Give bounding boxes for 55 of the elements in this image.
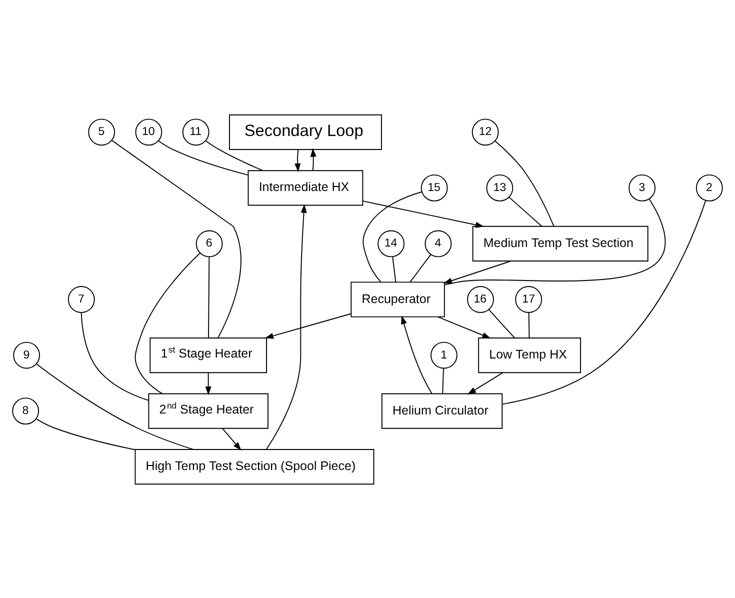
connector bbox=[208, 256, 210, 338]
node-box: 1$^{st}$ Stage Heater bbox=[150, 337, 267, 373]
connector bbox=[111, 139, 242, 338]
connector bbox=[410, 254, 432, 282]
arrow bbox=[310, 148, 316, 171]
arrow bbox=[222, 428, 242, 450]
node-circle: 8 bbox=[12, 397, 40, 424]
node-box: Intermediate HX bbox=[248, 170, 364, 206]
node-box: High Temp Test Section (Spool Piece) bbox=[134, 448, 374, 484]
node-circle: 9 bbox=[13, 341, 40, 368]
connector bbox=[502, 200, 706, 404]
node-circle: 3 bbox=[628, 174, 656, 201]
node-circle: 17 bbox=[515, 286, 542, 312]
connector bbox=[508, 196, 542, 226]
connector bbox=[36, 418, 136, 450]
node-circle: 13 bbox=[486, 174, 514, 201]
connector bbox=[494, 140, 554, 226]
node-circle: 6 bbox=[196, 230, 223, 257]
connector bbox=[158, 140, 249, 176]
arrow bbox=[443, 260, 512, 284]
node-box: Recuperator bbox=[350, 281, 445, 317]
connector bbox=[80, 312, 149, 400]
node-circle: 1 bbox=[430, 341, 458, 368]
arrow bbox=[205, 372, 212, 395]
arrow bbox=[294, 148, 301, 172]
node-circle: 15 bbox=[420, 174, 448, 201]
node-circle: 10 bbox=[135, 118, 162, 146]
connector bbox=[528, 312, 530, 338]
connector bbox=[205, 140, 264, 171]
node-circle: 11 bbox=[182, 118, 210, 146]
arrow bbox=[438, 316, 491, 338]
node-circle: 12 bbox=[472, 118, 499, 146]
arrow bbox=[264, 312, 352, 338]
node-circle: 7 bbox=[68, 286, 95, 312]
node-circle: 4 bbox=[424, 230, 452, 257]
node-box: 2$^{nd}$ Stage Heater bbox=[148, 392, 268, 428]
node-circle: 5 bbox=[88, 118, 116, 146]
node-box: Medium Temp Test Section bbox=[472, 225, 648, 261]
node-box: Helium Circulator bbox=[381, 392, 503, 428]
connector bbox=[362, 190, 422, 282]
connector bbox=[488, 308, 515, 338]
node-circle: 14 bbox=[378, 230, 405, 257]
connector bbox=[392, 256, 396, 282]
node-box: Low Temp HX bbox=[478, 337, 581, 373]
connector bbox=[444, 198, 666, 285]
arrow bbox=[467, 372, 504, 394]
node-box: Secondary Loop bbox=[229, 114, 382, 150]
node-circle: 16 bbox=[467, 286, 494, 312]
connector bbox=[442, 367, 444, 394]
arrow bbox=[266, 204, 307, 450]
connector bbox=[134, 252, 200, 394]
arrow bbox=[362, 200, 484, 228]
connector bbox=[36, 362, 194, 450]
node-circle: 2 bbox=[696, 174, 723, 201]
arrow bbox=[401, 314, 432, 394]
